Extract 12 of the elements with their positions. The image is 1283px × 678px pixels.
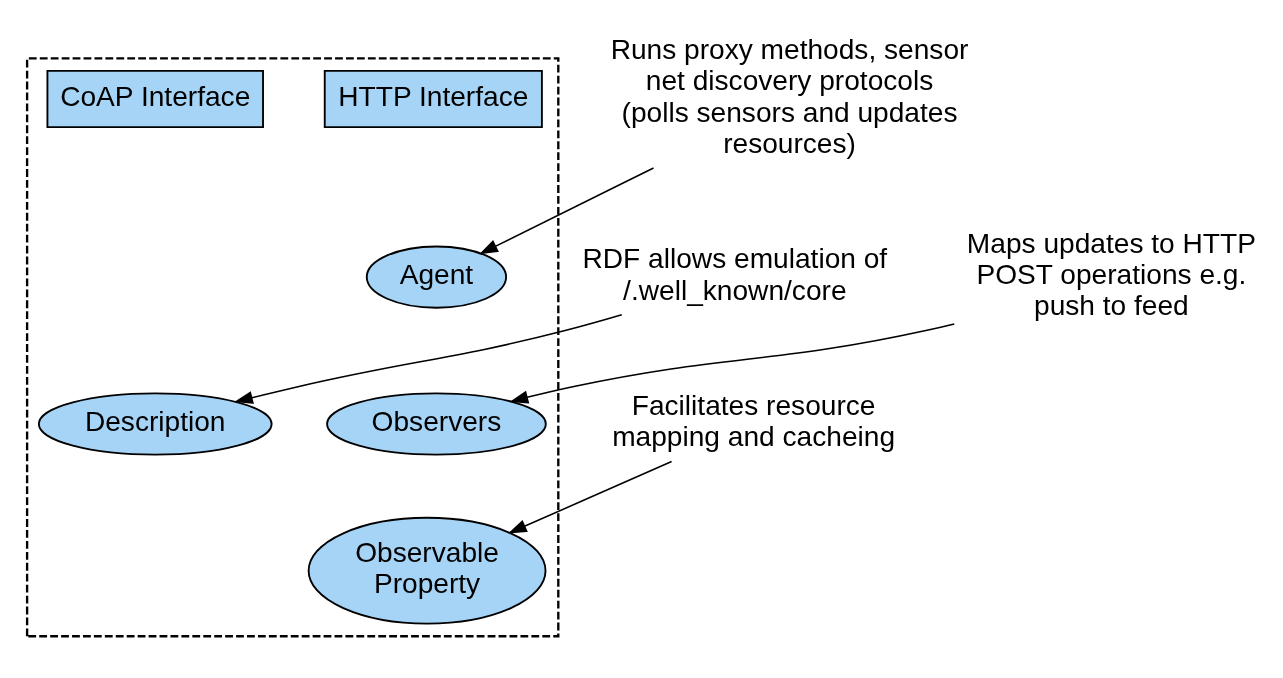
node-ellipse: Agent — [365, 245, 508, 309]
arrow — [509, 322, 956, 404]
arrow — [234, 313, 623, 404]
arrow — [508, 460, 673, 534]
node-text: Facilitates resource mapping and cacheing — [612, 389, 896, 452]
arrow — [479, 166, 655, 254]
node-text: RDF allows emulation of /.well_known/core — [582, 242, 888, 306]
node-text: Runs proxy methods, sensor net discovery protocols (polls sensors and updates resources) — [610, 33, 969, 159]
cluster — [25, 56, 560, 637]
node-text: Maps updates to HTTP POST operations e.g. push to feed — [966, 227, 1256, 321]
node-box: HTTP Interface — [323, 69, 543, 128]
node-box: CoAP Interface — [46, 69, 264, 128]
